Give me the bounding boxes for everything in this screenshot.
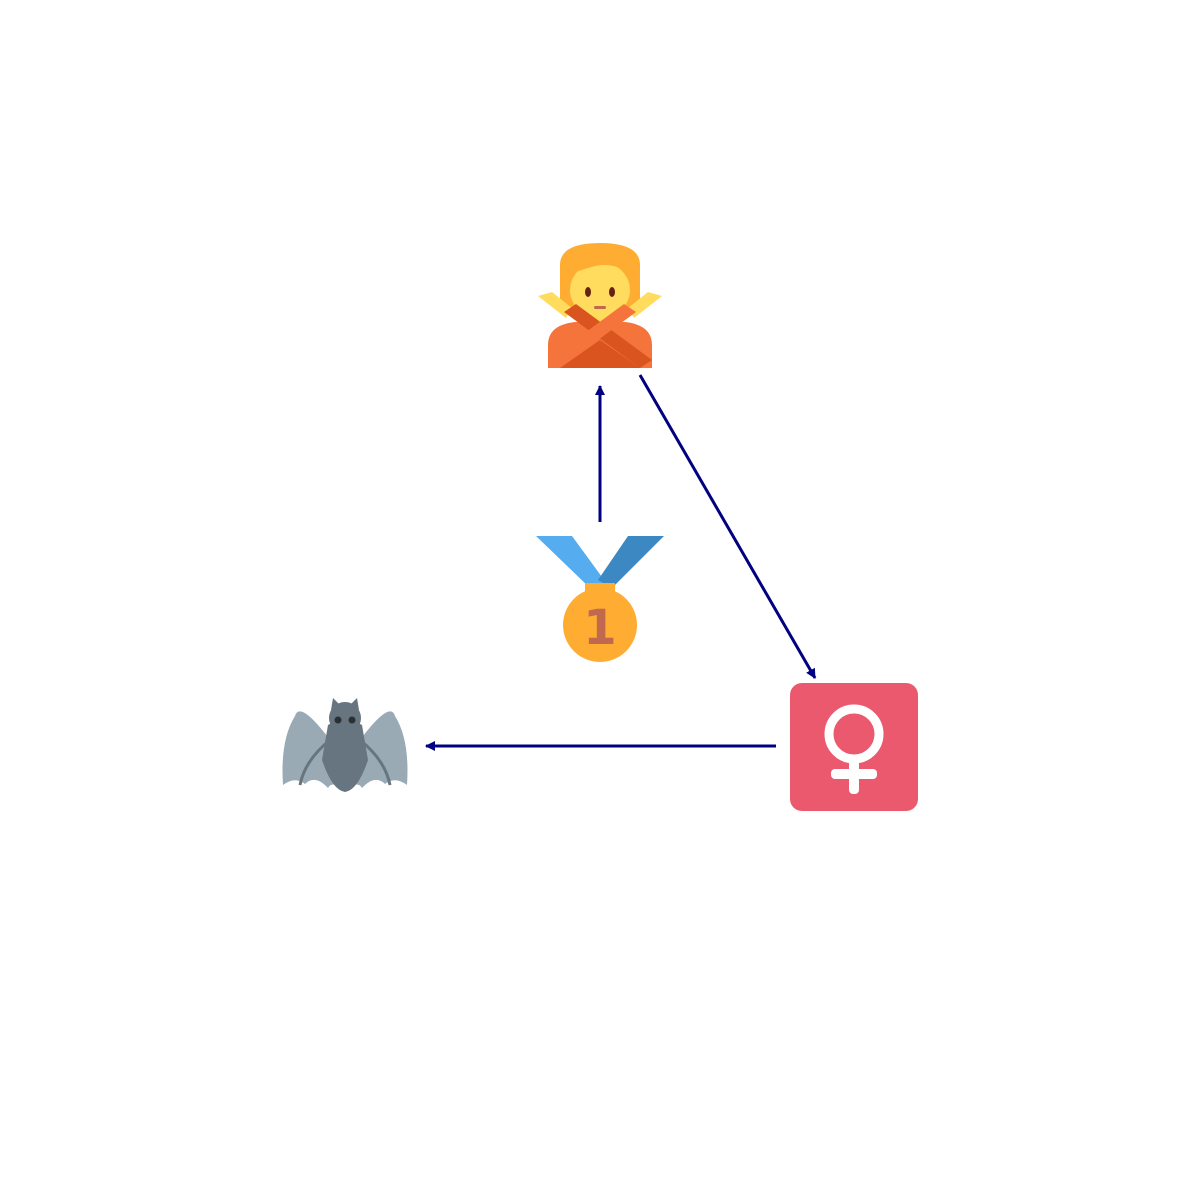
medal-number: 1 [583,600,616,656]
female-sign-icon[interactable] [790,683,918,811]
diagram-edges [425,374,817,751]
first-place-medal-icon[interactable]: 1 [536,536,664,662]
bat-icon[interactable] [282,698,408,792]
person-gesturing-no-icon[interactable] [538,243,662,368]
edge-person-to-female-sign [638,374,817,679]
